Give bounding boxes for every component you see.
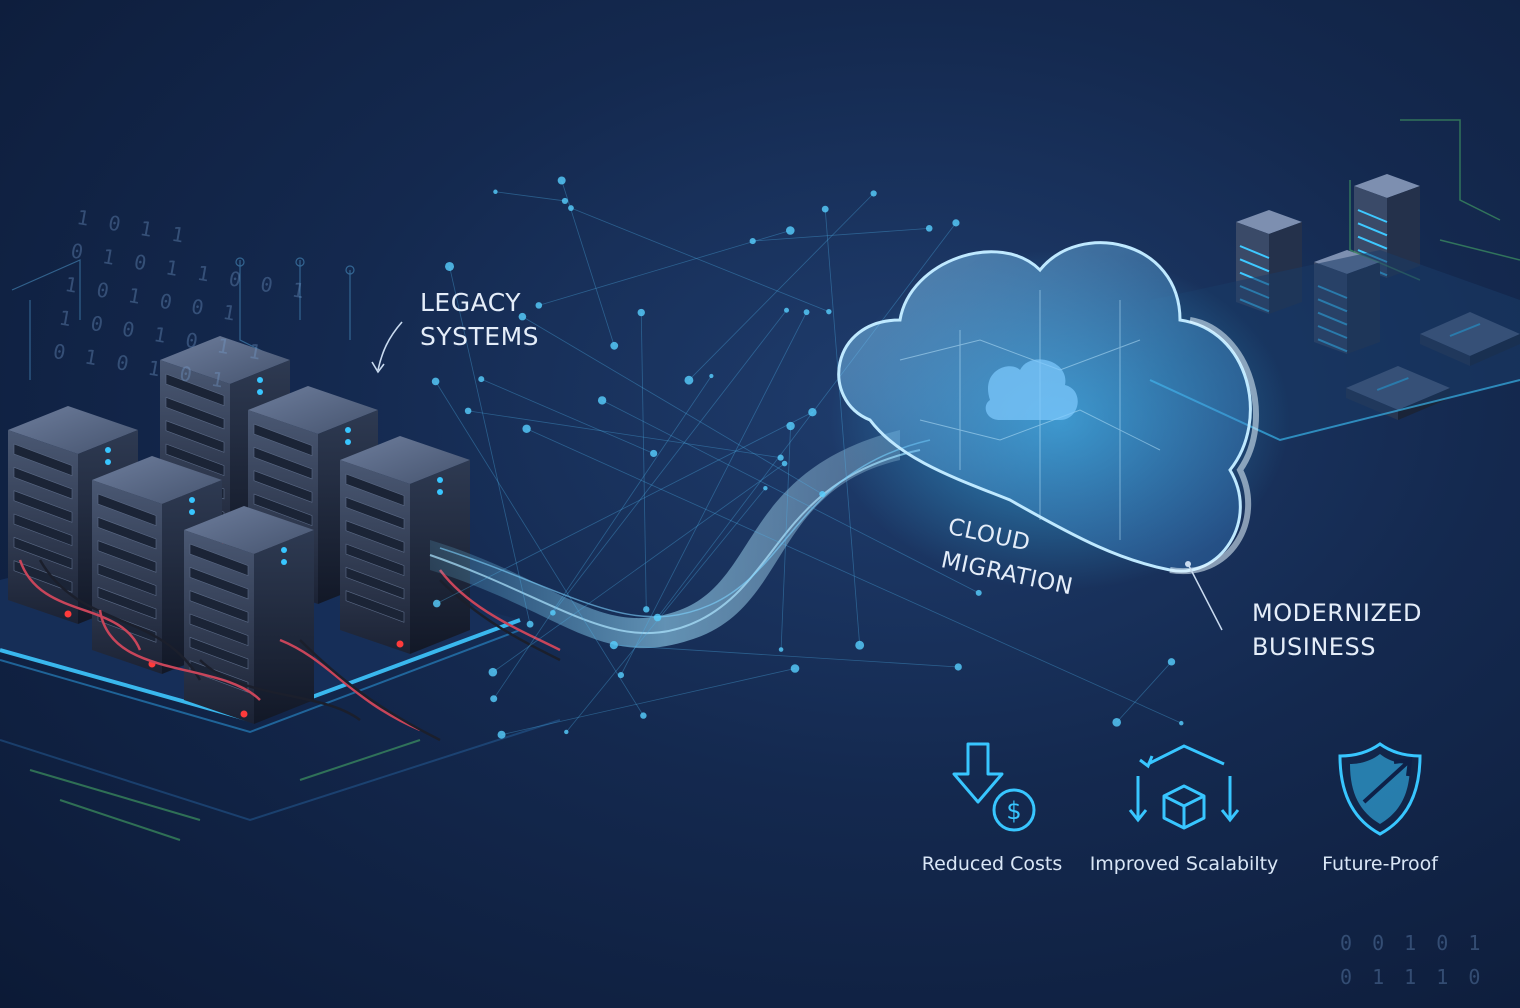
network-node — [597, 396, 607, 405]
network-node — [643, 606, 650, 613]
network-node — [550, 609, 556, 616]
network-node — [803, 309, 810, 316]
network-node — [821, 205, 829, 213]
network-node — [564, 729, 569, 735]
network-node — [763, 485, 768, 491]
network-node — [640, 712, 647, 719]
network-node — [522, 424, 531, 433]
network-node — [826, 308, 832, 315]
network-node — [749, 237, 756, 245]
network-node — [784, 307, 790, 313]
network-node — [777, 454, 784, 461]
server-rack — [340, 436, 470, 654]
network-node — [609, 641, 618, 650]
benefit-caption: Reduced Costs — [921, 853, 1063, 875]
network-node — [653, 613, 662, 622]
legacy-arrow-icon — [371, 321, 403, 374]
network-node — [778, 647, 784, 652]
benefit-future-proof: Future-Proof — [1270, 740, 1490, 875]
network-node — [1167, 658, 1176, 666]
benefit-scalability: Improved Scalabilty — [1074, 740, 1294, 875]
network-node — [561, 197, 569, 205]
network-node — [431, 377, 440, 386]
server-rack — [8, 406, 138, 624]
cloud-shape — [830, 241, 1290, 590]
benefit-caption: Future-Proof — [1322, 853, 1438, 875]
network-node — [464, 407, 472, 415]
label-line: MODERNIZED — [1252, 599, 1423, 627]
network-node — [808, 408, 817, 417]
legacy-systems-label: LEGACY SYSTEMS — [420, 286, 539, 354]
network-node — [617, 672, 625, 679]
label-line: SYSTEMS — [420, 322, 540, 351]
network-node — [925, 225, 933, 232]
network-node — [445, 261, 455, 271]
network-node — [684, 375, 694, 385]
binary-line: 0 1 1 1 0 — [1340, 965, 1485, 989]
modernized-business-label: MODERNIZED BUSINESS — [1252, 596, 1422, 664]
network-node — [518, 312, 527, 321]
network-nodes — [431, 176, 1184, 739]
legacy-cables — [18, 559, 561, 742]
reduced-costs-icon: $ — [952, 742, 1036, 832]
network-node — [535, 302, 543, 309]
benefit-reduced-costs: $ Reduced Costs — [882, 740, 1102, 875]
scalability-icon — [1128, 744, 1240, 830]
network-node — [781, 460, 788, 467]
network-node — [497, 730, 506, 739]
shield-icon — [1338, 742, 1422, 836]
modernized-pointer-icon — [1185, 561, 1223, 631]
label-line: LEGACY — [420, 288, 522, 317]
network-node — [488, 667, 498, 677]
small-cloud-icon — [985, 359, 1078, 420]
network-node — [526, 620, 534, 628]
network-node — [490, 695, 498, 703]
network-node — [855, 640, 865, 650]
network-node — [1112, 717, 1122, 727]
network-node — [650, 449, 658, 458]
binary-digits-right: 0 0 1 0 1 0 1 1 1 0 — [1340, 926, 1484, 994]
benefit-caption: Improved Scalabilty — [1089, 853, 1279, 875]
network-node — [954, 663, 962, 671]
network-node — [493, 189, 498, 194]
network-node — [557, 176, 566, 185]
network-node — [637, 308, 645, 317]
network-node — [975, 589, 982, 596]
network-node — [819, 490, 826, 498]
svg-text:$: $ — [1006, 797, 1021, 825]
network-node — [952, 219, 960, 227]
network-node — [478, 376, 485, 383]
network-node — [568, 205, 574, 211]
network-node — [785, 226, 795, 235]
network-node — [790, 664, 800, 673]
network-node — [432, 599, 441, 608]
binary-line: 0 0 1 0 1 — [1340, 931, 1485, 955]
network-node — [610, 341, 619, 350]
network-node — [786, 421, 795, 431]
network-node — [870, 190, 877, 197]
network-node — [709, 373, 714, 379]
label-line: BUSINESS — [1252, 633, 1376, 661]
network-node — [1179, 720, 1184, 726]
